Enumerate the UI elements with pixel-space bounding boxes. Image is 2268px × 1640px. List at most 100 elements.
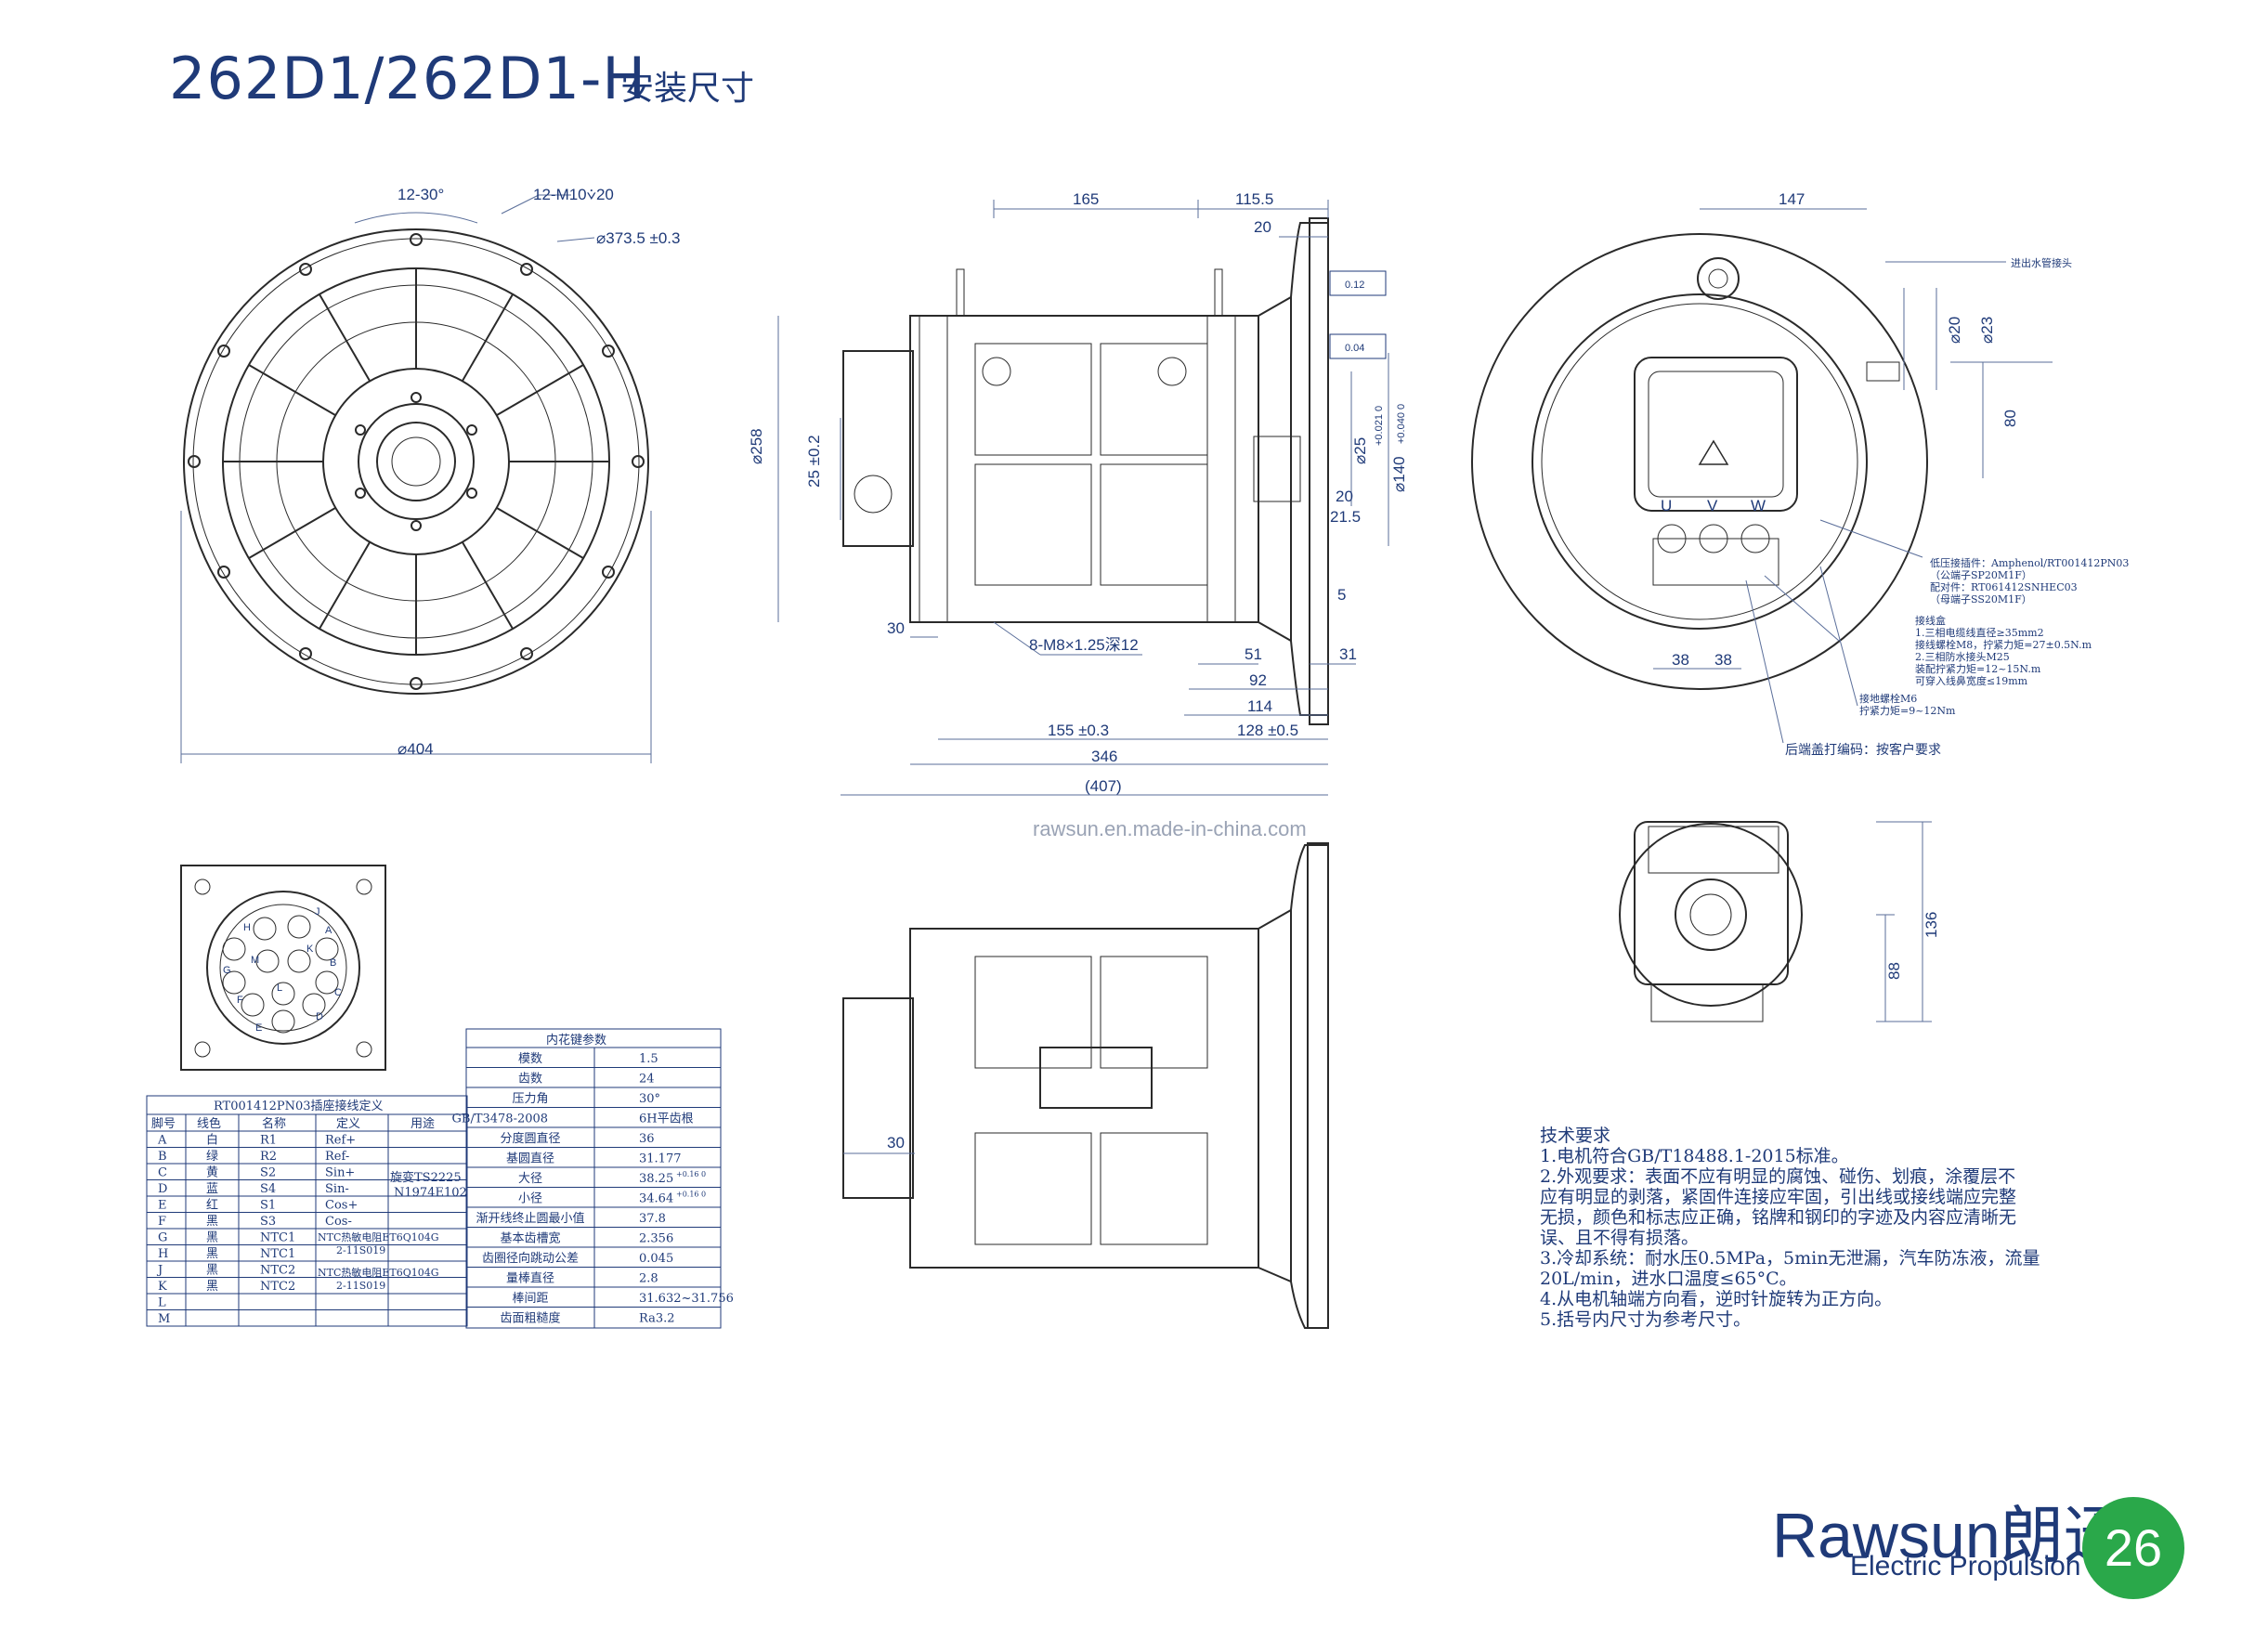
tech-note-line: 3.冷却系统：耐水压0.5MPa，5min无泄漏，汽车防冻液，流量 bbox=[1540, 1248, 2040, 1269]
label-cable-diameter: 1.三相电缆线直径≥35mm2 bbox=[1915, 626, 2044, 639]
spline-table-label: 模数 bbox=[518, 1052, 542, 1066]
pin-table-header-color: 线色 bbox=[197, 1116, 221, 1131]
label-lug-width: 可穿入线鼻宽度≤19mm bbox=[1915, 674, 2028, 687]
label-bolt-m8: 接线螺栓M8，拧紧力矩=27±0.5N.m bbox=[1915, 638, 2092, 651]
dim-346: 346 bbox=[1091, 748, 1117, 765]
pin-table-cell: NTC2 bbox=[260, 1280, 295, 1294]
spline-table-tolerance: +0.16 0 bbox=[676, 1170, 706, 1178]
spline-table-label: 齿圈径向跳动公差 bbox=[482, 1251, 579, 1266]
tech-note-line: 无损，颜色和标志应正确，铭牌和钢印的字迹及内容应清晰无 bbox=[1540, 1207, 2017, 1228]
pin-label-k: K bbox=[306, 944, 314, 955]
tech-note-line: 5.括号内尺寸为参考尺寸。 bbox=[1540, 1309, 1752, 1330]
dim-38-a: 38 bbox=[1672, 651, 1689, 669]
pin-table-cell: Ref- bbox=[325, 1150, 349, 1164]
phase-v: V bbox=[1707, 497, 1718, 514]
spline-table-value: 2.356 bbox=[639, 1232, 673, 1246]
pin-table-header-name: 名称 bbox=[262, 1116, 286, 1131]
tech-note-line: 1.电机符合GB/T18488.1-2015标准。 bbox=[1540, 1146, 1849, 1166]
spline-table-value: 36 bbox=[639, 1132, 655, 1146]
tol-140: +0.040 0 bbox=[1396, 404, 1407, 444]
tol-shaft-25: +0.021 0 bbox=[1374, 406, 1385, 446]
front-ribs bbox=[223, 268, 609, 655]
spline-table-label: 基圆直径 bbox=[506, 1152, 554, 1166]
dim-147: 147 bbox=[1779, 190, 1805, 208]
pin-label-f: F bbox=[237, 995, 243, 1006]
spline-table-label: 棒间距 bbox=[513, 1292, 549, 1306]
dim-20-mid: 20 bbox=[1336, 488, 1353, 505]
page-number-badge: 26 bbox=[2082, 1497, 2184, 1599]
spline-table-label: 齿数 bbox=[518, 1073, 542, 1087]
dim-155: 155 ±0.3 bbox=[1048, 722, 1109, 739]
pin-table-merged-ntc1-2: 2-11S019 bbox=[336, 1244, 385, 1256]
dim-88: 88 bbox=[1885, 962, 1903, 980]
spline-table-label: 小径 bbox=[518, 1192, 542, 1206]
pin-table-cell: E bbox=[158, 1199, 167, 1213]
pin-table-cell: S1 bbox=[260, 1199, 276, 1213]
dim-80: 80 bbox=[2001, 410, 2019, 427]
pin-table-cell: 黑 bbox=[206, 1247, 218, 1261]
tech-note-line: 应有明显的剥落，紧固件连接应牢固，引出线或接线端应完整 bbox=[1540, 1187, 2017, 1207]
pin-table-cell: Sin+ bbox=[325, 1166, 355, 1180]
spline-table-value: Ra3.2 bbox=[639, 1312, 675, 1326]
pin-table-header-pin: 脚号 bbox=[151, 1116, 176, 1131]
dim-shaft-25: ⌀25 bbox=[1351, 437, 1369, 464]
pin-table-cell: J bbox=[156, 1264, 163, 1278]
dim-31: 31 bbox=[1339, 645, 1357, 663]
dim-136: 136 bbox=[1923, 912, 1940, 938]
brand-subtitle: Electric Propulsion bbox=[1850, 1551, 2081, 1581]
pin-table-cell: 绿 bbox=[206, 1150, 218, 1164]
spline-table-label: 齿面粗糙度 bbox=[501, 1311, 561, 1326]
dim-25-offset: 25 ±0.2 bbox=[805, 435, 823, 488]
dim-20-top: 20 bbox=[1254, 218, 1271, 236]
spline-table-value: 2.8 bbox=[639, 1272, 658, 1286]
pin-table-cell: 黑 bbox=[206, 1231, 218, 1245]
pin-table-cell: G bbox=[158, 1231, 167, 1245]
spline-table-label: 大径 bbox=[518, 1172, 542, 1186]
tech-note-line: 4.从电机轴端方向看，逆时针旋转为正方向。 bbox=[1540, 1289, 1893, 1309]
spline-table-value: 37.8 bbox=[639, 1212, 666, 1226]
pin-table-cell: H bbox=[158, 1247, 168, 1261]
dim-140: ⌀140 bbox=[1390, 456, 1408, 492]
spline-table-value: 31.177 bbox=[639, 1152, 682, 1166]
pin-table-cell: Sin- bbox=[325, 1182, 349, 1196]
pin-table-cell: Cos+ bbox=[325, 1199, 358, 1213]
page-title: 262D1/262D1-H bbox=[169, 45, 646, 112]
spline-table-tolerance: +0.16 0 bbox=[676, 1191, 706, 1199]
brand-name: Rawsun朗迅 bbox=[1772, 1501, 2127, 1571]
tech-note-line: 2.外观要求：表面不应有明显的腐蚀、碰伤、划痕，涂覆层不 bbox=[1540, 1166, 2016, 1187]
pin-label-d: D bbox=[316, 1011, 323, 1022]
pin-table-merged-ntc2-1: NTC热敏电阻ET6Q104G bbox=[318, 1266, 439, 1279]
pin-table-title: RT001412PN03插座接线定义 bbox=[214, 1099, 384, 1113]
label-mate-female: （母端子SS20M1F） bbox=[1930, 593, 2032, 605]
spline-table-label: 基本齿槽宽 bbox=[501, 1231, 561, 1246]
dim-5: 5 bbox=[1337, 586, 1346, 604]
pin-table-cell: NTC2 bbox=[260, 1264, 295, 1278]
pin-table-cell: 黑 bbox=[206, 1215, 218, 1229]
pin-table-cell: 红 bbox=[206, 1198, 218, 1213]
spline-table-label: GB/T3478-2008 bbox=[452, 1113, 549, 1126]
pin-table-merged-resolver-2: N1974E102 bbox=[394, 1186, 467, 1200]
phase-w: W bbox=[1751, 497, 1766, 514]
spline-table-value: 38.25 bbox=[639, 1172, 673, 1186]
pin-label-l: L bbox=[277, 983, 282, 994]
front-view: 12-30° 12-M10⩒20 ⌀373.5 ±0.3 ⌀404 bbox=[180, 186, 680, 763]
spline-table-label: 量棒直径 bbox=[506, 1272, 554, 1286]
dim-bolt-angle: 12-30° bbox=[398, 186, 444, 203]
dim-thread-holes: 12-M10⩒20 bbox=[533, 186, 614, 203]
pin-table-merged-ntc1-1: NTC热敏电阻ET6Q104G bbox=[318, 1230, 439, 1243]
tolerance-flatness: 0.12 bbox=[1345, 280, 1364, 291]
pin-table-merged-ntc2-2: 2-11S019 bbox=[336, 1280, 385, 1292]
bottom-view: 30 bbox=[842, 842, 1329, 1329]
label-ground-bolt: 接地螺栓M6 bbox=[1859, 692, 1917, 705]
pin-table-cell: R1 bbox=[260, 1134, 277, 1148]
pin-label-g: G bbox=[223, 965, 231, 976]
label-mate: 配对件：RT061412SNHEC03 bbox=[1930, 580, 2078, 593]
pin-table-cell: D bbox=[158, 1182, 167, 1196]
pin-label-c: C bbox=[334, 987, 342, 998]
spline-table-label: 渐开线终止圆最小值 bbox=[476, 1211, 585, 1226]
